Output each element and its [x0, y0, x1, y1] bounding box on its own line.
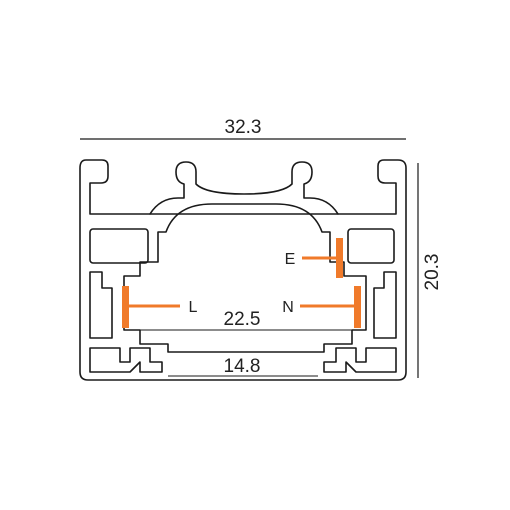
right-side-chamber [373, 271, 397, 339]
left-upper-pocket [89, 228, 149, 264]
left-bottom-foot [89, 347, 163, 373]
earth-label: E [285, 251, 296, 268]
live-label: L [189, 299, 198, 316]
live-conductor-bar [122, 286, 129, 328]
earth-conductor-bar [336, 238, 343, 278]
profile-top-channel [149, 161, 339, 215]
inner-width-label: 22.5 [224, 309, 261, 330]
overall-width-label: 32.3 [225, 117, 262, 138]
neutral-label: N [282, 299, 294, 316]
neutral-conductor-bar [354, 286, 361, 328]
right-upper-pocket [347, 228, 395, 264]
slot-width-label: 14.8 [224, 356, 261, 377]
left-side-chamber [89, 271, 113, 339]
right-bottom-foot [323, 347, 397, 373]
overall-height-label: 20.3 [422, 254, 443, 291]
profile-outer-shell [79, 159, 407, 381]
